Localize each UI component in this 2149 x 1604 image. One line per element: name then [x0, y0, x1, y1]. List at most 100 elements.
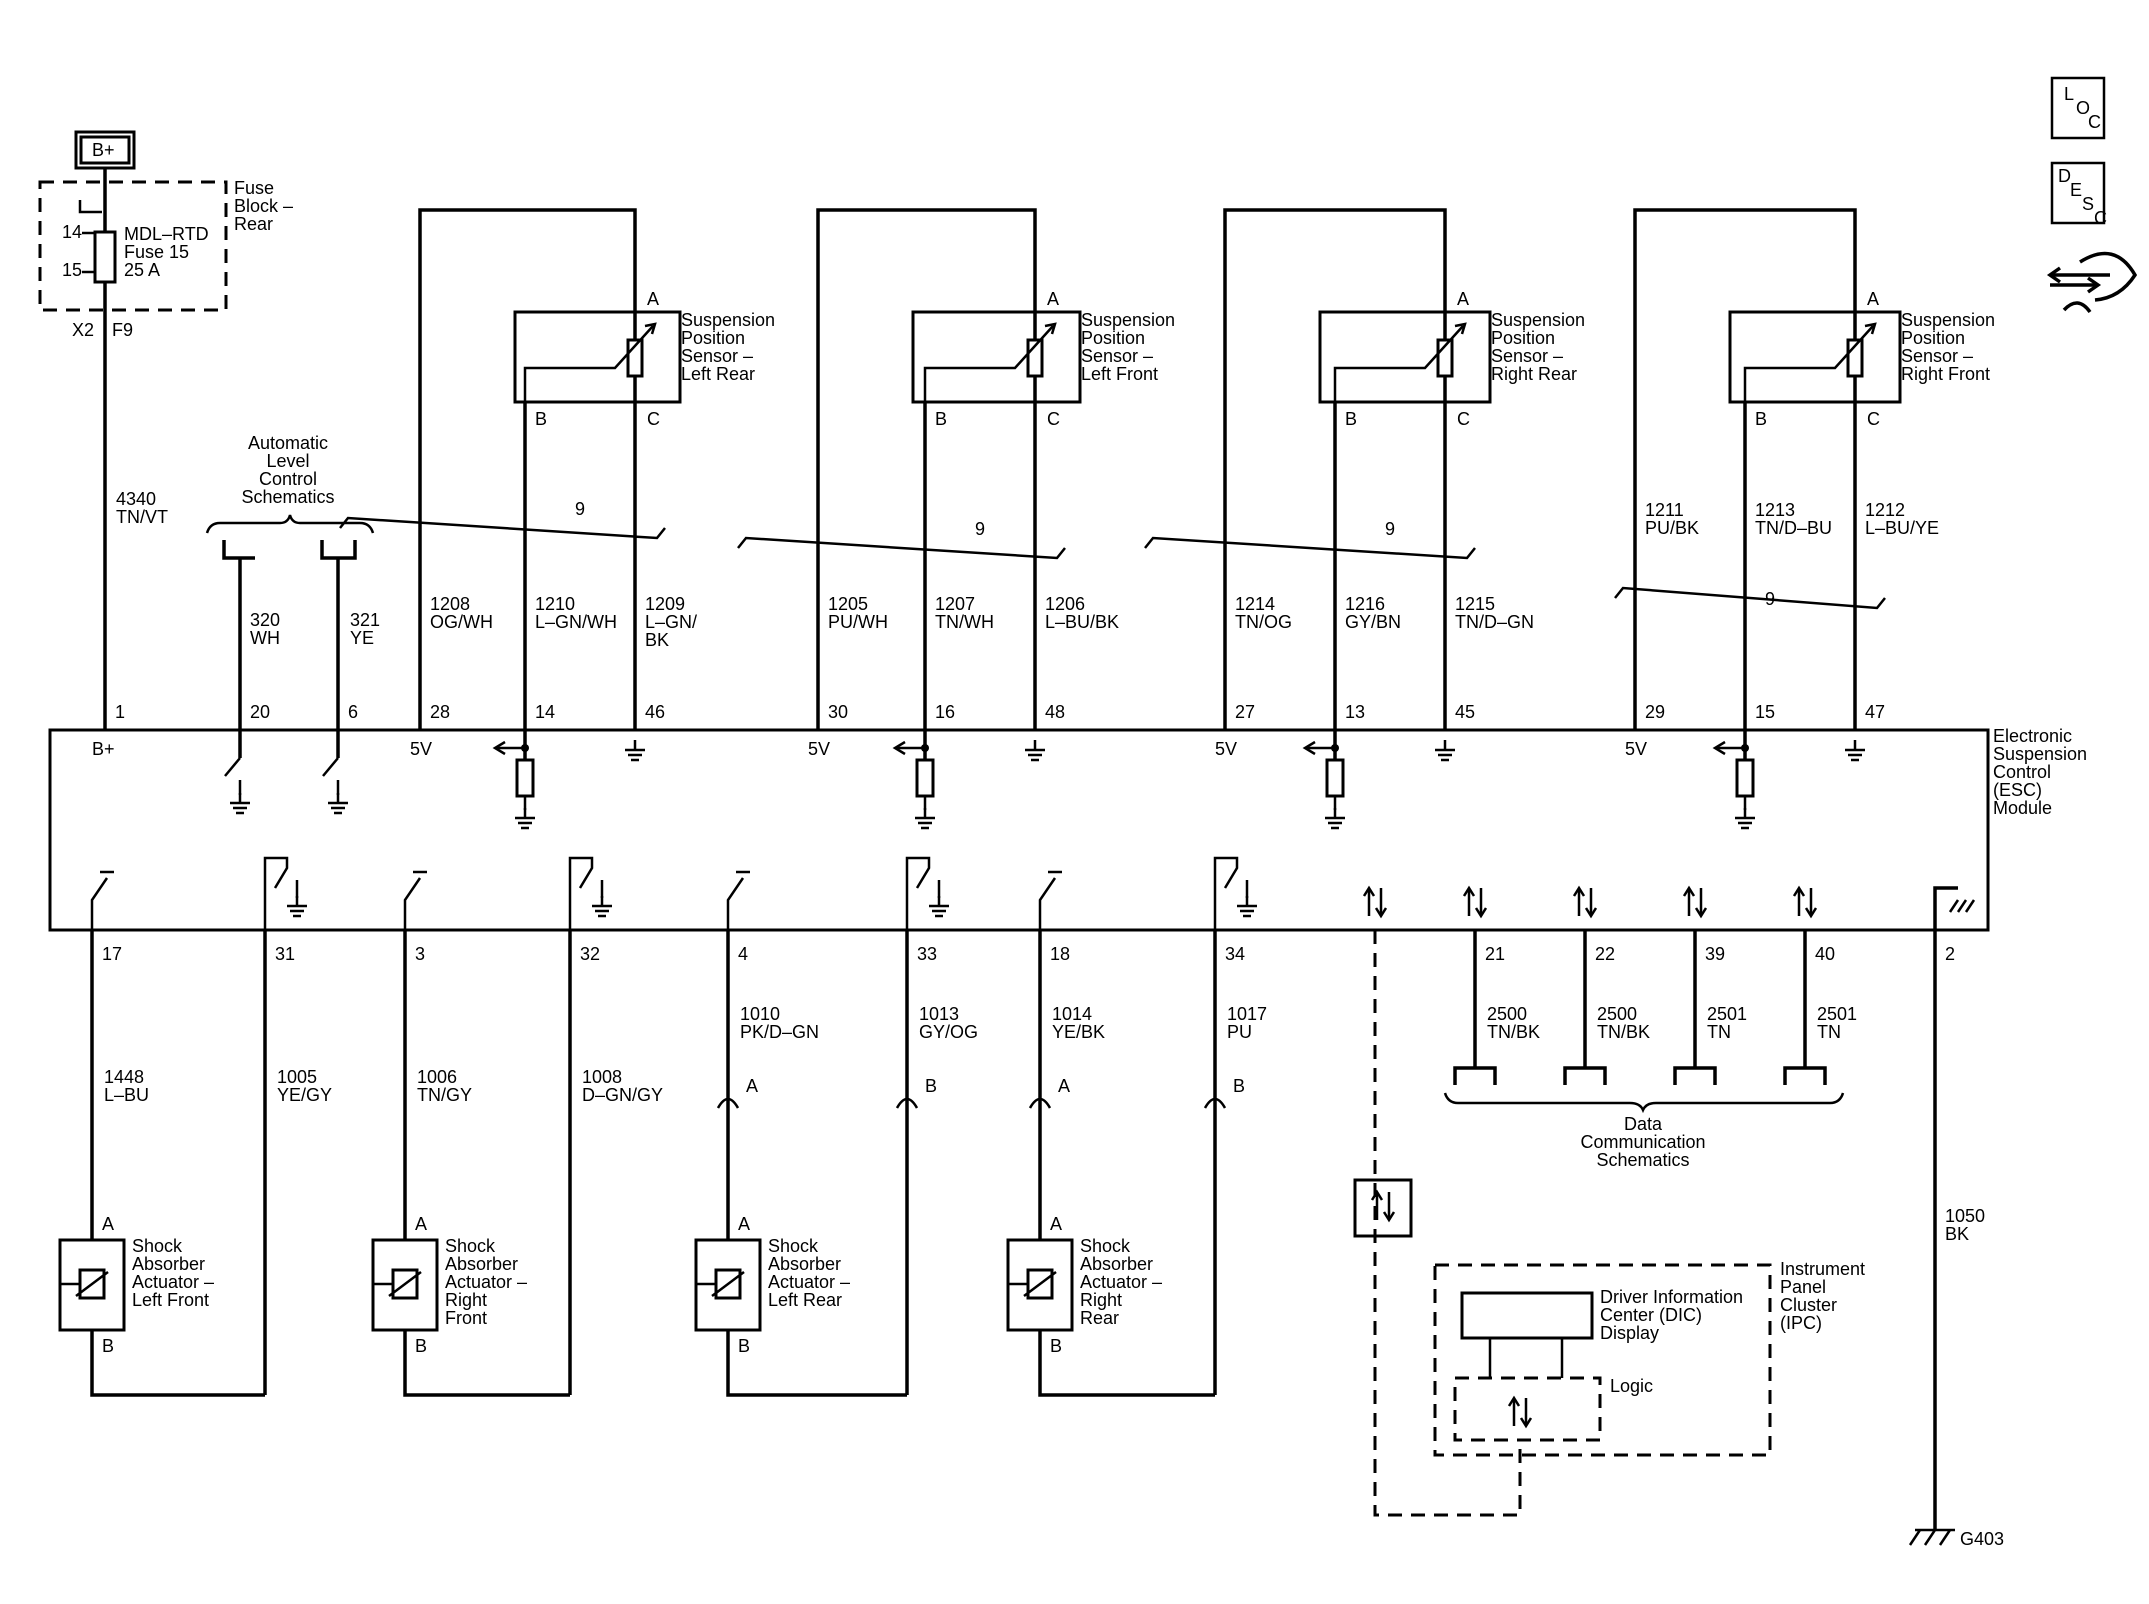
actuator-name: Actuator –	[132, 1272, 214, 1292]
actuator-name: Absorber	[445, 1254, 518, 1274]
sensor-wiper	[923, 325, 1054, 402]
module-pin: 4	[738, 944, 748, 964]
wire-label: L–GN/WH	[535, 612, 617, 632]
actuator-name: Right	[1080, 1290, 1122, 1310]
fuse-block-label: Fuse	[234, 178, 274, 198]
suspension-position-sensor	[513, 310, 682, 404]
actuator-name: Actuator –	[445, 1272, 527, 1292]
wire-label: 1010	[740, 1004, 780, 1024]
module-pin: 29	[1645, 702, 1665, 722]
chassis-ground-icon	[1948, 899, 1976, 913]
esc-module-name: Module	[1993, 798, 2052, 818]
module-pin: 1	[115, 702, 125, 722]
actuator-terminal-b: B	[102, 1336, 114, 1356]
actuator-terminal-b: B	[738, 1336, 750, 1356]
serial-data-icon	[1792, 885, 1818, 919]
sensor-name: Sensor –	[1491, 346, 1563, 366]
wire-label: PU	[1227, 1022, 1252, 1042]
wire-label: TN/WH	[935, 612, 994, 632]
connector-terminal-b: B	[1233, 1076, 1245, 1096]
module-pin: 46	[645, 702, 665, 722]
actuator-name: Right	[445, 1290, 487, 1310]
actuator-name: Shock	[132, 1236, 183, 1256]
module-5v-label: 5V	[808, 739, 830, 759]
sensor-wiper	[1333, 325, 1464, 402]
sensor-terminal-b: B	[935, 409, 947, 429]
module-pin: 21	[1485, 944, 1505, 964]
wire-4340-label: TN/VT	[116, 507, 168, 527]
sensor-terminal-c: C	[647, 409, 660, 429]
wire-label: L–BU/BK	[1045, 612, 1119, 632]
twist-count: 9	[575, 499, 585, 519]
inline-connector	[1028, 1097, 1052, 1109]
serial-data-icon	[1353, 1178, 1413, 1238]
loc-icon[interactable]	[2050, 76, 2106, 140]
module-pin: 27	[1235, 702, 1255, 722]
wire-label: TN	[1817, 1022, 1841, 1042]
actuator-solenoid	[711, 1271, 745, 1297]
wire-label: L–BU/YE	[1865, 518, 1939, 538]
wire-label: 2500	[1597, 1004, 1637, 1024]
data-connector	[1453, 1066, 1497, 1085]
inline-connector	[716, 1097, 740, 1109]
actuator-terminal-a: A	[1050, 1214, 1062, 1234]
actuator-return-wire	[90, 1330, 265, 1397]
esc-module-name: (ESC)	[1993, 780, 2042, 800]
serial-data-icon	[1507, 1395, 1533, 1429]
module-pin: 47	[1865, 702, 1885, 722]
wire-label: TN/D–BU	[1755, 518, 1832, 538]
sensor-name: Left Front	[1081, 364, 1158, 384]
wire-label: 1017	[1227, 1004, 1267, 1024]
module-pin: 33	[917, 944, 937, 964]
alc-title: Automatic	[248, 433, 328, 453]
loc-icon: O	[2076, 98, 2090, 118]
module-pin: 45	[1455, 702, 1475, 722]
actuator-name: Left Rear	[768, 1290, 842, 1310]
sensor-terminal-b: B	[1755, 409, 1767, 429]
connector-terminal-b: B	[925, 1076, 937, 1096]
twist-count: 9	[1765, 589, 1775, 609]
module-pin: 31	[275, 944, 295, 964]
desc-icon[interactable]	[2050, 161, 2106, 225]
sensor-feed-wire	[1223, 208, 1447, 730]
sensor-wiper-arrow	[1454, 322, 1467, 335]
sensor-terminal-a: A	[647, 289, 659, 309]
actuator-driver-switch	[403, 877, 422, 930]
alc-brace	[205, 514, 375, 534]
actuator-terminal-a: A	[415, 1214, 427, 1234]
module-pin: 14	[535, 702, 555, 722]
module-pin: 30	[828, 702, 848, 722]
loc-icon: L	[2064, 84, 2074, 104]
module-pin: 20	[250, 702, 270, 722]
wire-321-label: YE	[350, 628, 374, 648]
sensor-feed-wire	[418, 208, 637, 730]
twisted-pair-marker	[339, 516, 666, 540]
wire-label: L–BU	[104, 1085, 149, 1105]
suspension-position-sensor	[911, 310, 1082, 404]
wire-321-label: 321	[350, 610, 380, 630]
data-connector	[1783, 1066, 1827, 1085]
ipc-serial-data-wire	[1373, 930, 1522, 1517]
wire-label: TN/OG	[1235, 612, 1292, 632]
sensor-terminal-a: A	[1457, 289, 1469, 309]
sensor-feed-wire	[816, 208, 1037, 730]
fuse-label: MDL–RTD	[124, 224, 209, 244]
module-pin: 40	[1815, 944, 1835, 964]
serial-data-icon	[1682, 885, 1708, 919]
suspension-position-sensor	[1318, 310, 1492, 404]
sensor-terminal-a: A	[1867, 289, 1879, 309]
esc-module	[48, 728, 1990, 932]
wire-label: PU/WH	[828, 612, 888, 632]
pull-up-arrow	[1712, 740, 1726, 756]
connector-f9: F9	[112, 320, 133, 340]
pull-up-arrow	[1302, 740, 1316, 756]
sensor-name: Position	[1081, 328, 1145, 348]
actuator-name: Shock	[768, 1236, 819, 1256]
connector-view-icon	[2046, 266, 2102, 294]
fuse-15	[93, 230, 117, 284]
ipc-name: (IPC)	[1780, 1313, 1822, 1333]
wire-label: 1013	[919, 1004, 959, 1024]
wire-1050-label: 1050	[1945, 1206, 1985, 1226]
wire-label: 1014	[1052, 1004, 1092, 1024]
